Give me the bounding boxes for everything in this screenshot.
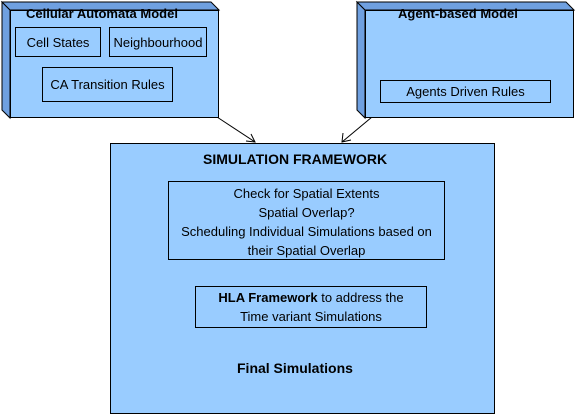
final-simulations-label: Final Simulations	[237, 360, 353, 376]
spatial-check-line-4: their Spatial Overlap	[247, 243, 366, 258]
ca-model-shadow-top	[0, 1, 221, 11]
simulation-framework-title: SIMULATION FRAMEWORK	[203, 151, 388, 167]
hla-framework-bold: HLA Framework	[218, 290, 318, 305]
neighbourhood-box: Neighbourhood	[109, 27, 207, 57]
hla-framework-rest: to address the	[317, 290, 404, 305]
spatial-check-box: Check for Spatial Extents Spatial Overla…	[168, 181, 445, 260]
ca-model-title: Cellular Automata Model	[26, 6, 178, 21]
agents-driven-rules-box: Agents Driven Rules	[380, 80, 551, 103]
spatial-check-line-2: Spatial Overlap?	[258, 205, 355, 220]
agent-to-framework-arrow	[341, 116, 373, 143]
ca-to-framework-arrow	[216, 116, 256, 143]
ca-transition-rules-box: CA Transition Rules	[42, 67, 173, 102]
cell-states-box: Cell States	[15, 27, 101, 57]
hla-framework-line-2: Time variant Simulations	[240, 309, 382, 324]
spatial-check-line-3: Scheduling Individual Simulations based …	[181, 224, 432, 239]
ca-arrowhead	[245, 133, 256, 143]
agent-model-shadow-top	[355, 1, 576, 11]
spatial-check-line-1: Check for Spatial Extents	[233, 186, 380, 201]
agent-arrowhead	[341, 132, 352, 143]
agent-model-title: Agent-based Model	[398, 6, 518, 21]
agent-model-shadow	[356, 0, 366, 120]
ca-model-shadow	[1, 0, 11, 120]
hla-framework-line-1: HLA Framework to address the	[196, 288, 426, 307]
hla-framework-box: HLA Framework to address the Time varian…	[195, 286, 427, 328]
